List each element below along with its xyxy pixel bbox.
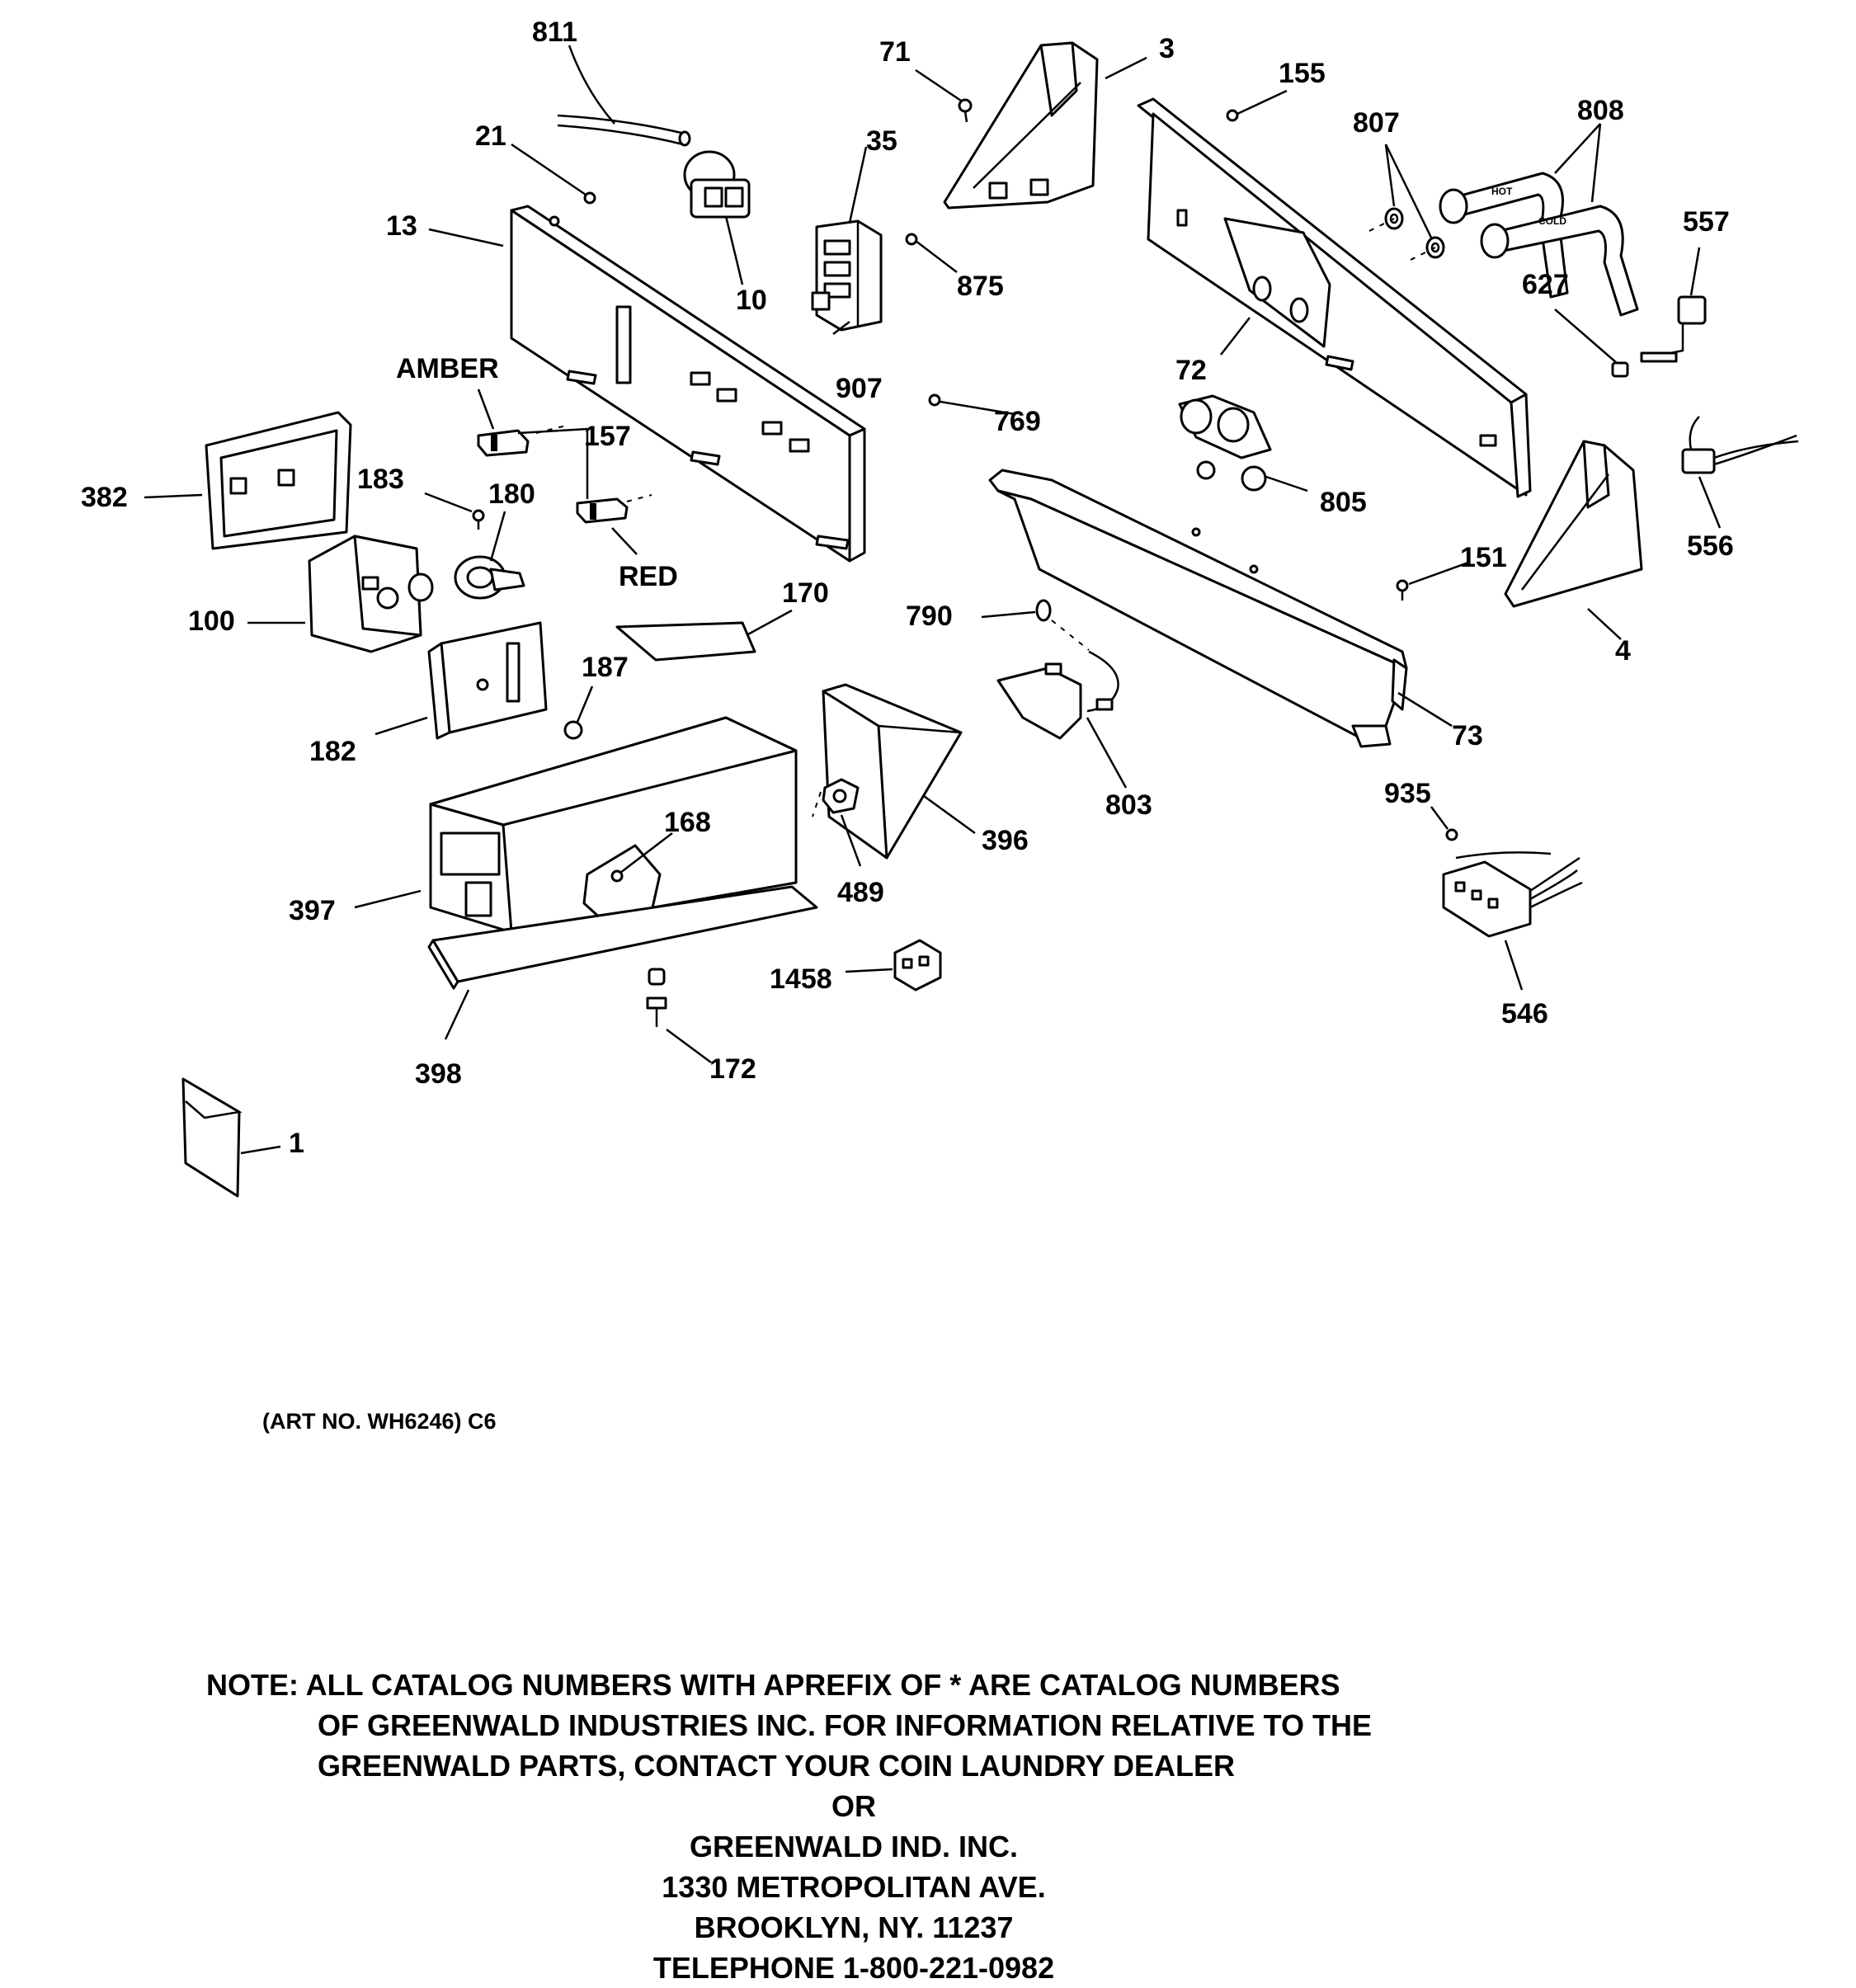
label-1458: 1458 — [770, 963, 832, 995]
part-627-clip — [1611, 361, 1629, 378]
label-183: 183 — [357, 464, 404, 495]
part-182-mount-plate — [427, 621, 548, 740]
note-line-1: NOTE: ALL CATALOG NUMBERS WITH APREFIX O… — [206, 1668, 1340, 1702]
part-489-clip — [822, 778, 860, 814]
part-10-pressure-switch — [683, 150, 751, 219]
part-803-chute — [996, 650, 1119, 740]
part-151-screw — [1396, 579, 1409, 601]
part-907-switch-block — [811, 219, 883, 332]
label-557: 557 — [1683, 206, 1730, 238]
part-100-timer — [308, 535, 434, 653]
label-71: 71 — [879, 36, 911, 68]
part-811-hose — [557, 114, 691, 147]
label-805: 805 — [1320, 487, 1367, 518]
hose-cold-text: COLD — [1538, 215, 1566, 227]
label-808: 808 — [1577, 95, 1624, 126]
label-803: 803 — [1105, 789, 1152, 821]
label-157: 157 — [584, 421, 631, 452]
part-396-side-bracket — [822, 683, 963, 860]
label-489: 489 — [837, 877, 884, 908]
label-182: 182 — [309, 736, 356, 767]
label-100: 100 — [188, 605, 235, 637]
hose-hot-text: HOT — [1491, 186, 1513, 197]
label-769: 769 — [994, 406, 1041, 437]
label-811: 811 — [532, 16, 577, 48]
label-73: 73 — [1452, 720, 1483, 751]
part-398-base-plate — [427, 885, 818, 990]
exploded-parts-diagram: HOT COLD — [81, 16, 1799, 1198]
part-1458-connector — [893, 939, 942, 992]
part-4-end-bracket — [1504, 440, 1643, 608]
part-1-envelope — [181, 1077, 243, 1198]
part-21-screw — [583, 191, 596, 205]
label-151: 151 — [1460, 542, 1507, 573]
note-or: OR — [831, 1789, 876, 1823]
label-72: 72 — [1175, 355, 1207, 386]
label-187: 187 — [582, 652, 629, 683]
art-number: (ART NO. WH6246) C6 — [262, 1409, 497, 1434]
label-13: 13 — [386, 210, 417, 242]
label-4: 4 — [1615, 635, 1631, 667]
label-907: 907 — [836, 373, 883, 404]
part-805-water-valve — [1178, 394, 1272, 492]
label-790: 790 — [906, 601, 953, 632]
part-382-panel — [205, 411, 352, 550]
label-398: 398 — [415, 1058, 462, 1090]
label-396: 396 — [982, 825, 1029, 856]
label-397: 397 — [289, 895, 336, 926]
label-546: 546 — [1501, 998, 1548, 1029]
part-157-amber-light — [477, 429, 530, 457]
part-807-washers — [1384, 207, 1445, 259]
part-397-console-box — [429, 716, 798, 934]
label-10: 10 — [736, 285, 767, 316]
part-71-screw — [958, 98, 973, 123]
part-187-screw — [563, 720, 583, 740]
label-amber: AMBER — [396, 353, 499, 384]
label-35: 35 — [866, 125, 897, 157]
note-city: BROOKLYN, NY. 11237 — [694, 1910, 1014, 1944]
part-180-knob — [454, 555, 525, 600]
label-21: 21 — [475, 120, 506, 152]
label-168: 168 — [664, 807, 711, 838]
part-546-harness — [1442, 828, 1583, 938]
part-155-screw — [1226, 109, 1239, 122]
note-line-3: GREENWALD PARTS, CONTACT YOUR COIN LAUND… — [318, 1749, 1236, 1783]
part-157-red-light — [576, 497, 629, 524]
part-183-screw — [472, 509, 485, 530]
label-172: 172 — [709, 1053, 756, 1085]
label-382: 382 — [81, 482, 128, 513]
note-street: 1330 METROPOLITAN AVE. — [662, 1870, 1046, 1904]
label-807: 807 — [1353, 107, 1400, 139]
part-73-bracket — [988, 469, 1408, 748]
leader-lines — [144, 45, 1722, 1155]
label-1: 1 — [289, 1128, 304, 1159]
label-875: 875 — [957, 271, 1004, 302]
assembly-lines — [535, 218, 1436, 817]
label-red: RED — [619, 561, 678, 592]
part-808-fill-hoses: HOT COLD — [1439, 172, 1639, 317]
part-790-clamp — [1035, 599, 1052, 622]
part-13-control-panel — [510, 205, 866, 563]
label-170: 170 — [782, 577, 829, 609]
note-line-2: OF GREENWALD INDUSTRIES INC. FOR INFORMA… — [318, 1708, 1372, 1742]
label-556: 556 — [1687, 530, 1734, 562]
note-phone: TELEPHONE 1-800-221-0982 — [652, 1951, 1055, 1985]
label-3: 3 — [1159, 33, 1175, 64]
greenwald-note: NOTE: ALL CATALOG NUMBERS WITH APREFIX O… — [206, 1665, 1526, 1988]
note-company: GREENWALD IND. INC. — [689, 1830, 1018, 1863]
part-172-foot — [646, 968, 667, 1027]
part-3-end-cap — [943, 41, 1099, 210]
label-627: 627 — [1522, 269, 1569, 300]
part-875-screw — [905, 233, 918, 246]
part-72-back-panel — [1137, 97, 1532, 498]
part-557-plug — [1640, 295, 1707, 363]
part-170-plate — [615, 621, 756, 662]
label-155: 155 — [1279, 58, 1326, 89]
part-556-connector — [1681, 416, 1799, 474]
part-labels: 811 21 13 10 35 875 907 71 3 155 807 808… — [81, 16, 1734, 1159]
label-180: 180 — [488, 478, 535, 510]
part-769-screw — [928, 393, 941, 407]
label-935: 935 — [1384, 778, 1431, 809]
